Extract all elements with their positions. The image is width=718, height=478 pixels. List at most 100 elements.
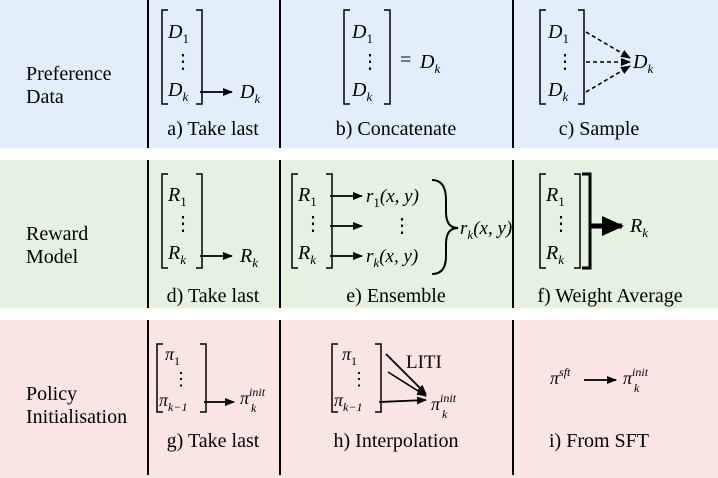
vdots: ⋮ [173, 213, 193, 235]
vdots: ⋮ [360, 51, 380, 73]
caption-interpolation: h) Interpolation [333, 430, 459, 452]
diagram-ensemble: R1 ⋮ Rk r1(x, y) ⋮ rk(x, y) rk(x, y) [291, 173, 512, 275]
row-label-reward-model: Reward Model [26, 223, 88, 269]
row-label-line: Preference [26, 63, 112, 85]
diagram-take-last-reward: R1 ⋮ Rk Rk [161, 173, 258, 270]
caption-take-last-policy: g) Take last [166, 430, 260, 452]
right-bracket [574, 173, 581, 269]
output-label: Rk [629, 215, 648, 240]
right-bracket [200, 343, 207, 413]
caption-concatenate: b) Concatenate [335, 118, 457, 140]
column-divider [512, 0, 514, 148]
preference-data-band [0, 0, 718, 148]
vdots: ⋮ [392, 215, 412, 237]
vdots: ⋮ [173, 51, 193, 73]
caption-from-sft: i) From SFT [548, 430, 650, 452]
ensemble-member: rk(x, y) [366, 246, 418, 270]
vector-entry: πk−1 [159, 390, 187, 414]
diagram-sample: D1 ⋮ Dk Dk [539, 9, 653, 105]
diagram-interpolation: π1 ⋮ πk−1 LITI πinit k [331, 343, 457, 421]
output-subscript: k [251, 401, 257, 415]
vector-entry: π1 [342, 344, 357, 368]
vector-entry: R1 [545, 184, 565, 209]
right-bracket [196, 9, 203, 105]
output-label: Dk [419, 51, 440, 76]
arrow [378, 396, 427, 405]
arrow [385, 353, 427, 395]
policy-initialisation-band [0, 320, 718, 478]
right-bracket [196, 173, 203, 269]
output-label: πinit [431, 391, 457, 414]
output-label: rk(x, y) [460, 218, 512, 242]
vector-entry: Dk [351, 79, 372, 104]
column-divider [147, 0, 149, 148]
vector-entry: Dk [547, 79, 568, 104]
diagram-take-last-policy: π1 ⋮ πk−1 πinit k [156, 343, 266, 415]
equals-sign: = [400, 49, 411, 71]
right-bracket [578, 9, 585, 105]
vector-entry: Rk [545, 242, 564, 267]
row-label-line: Policy [26, 383, 78, 405]
output-subscript: k [634, 381, 640, 395]
vector-entry: D1 [351, 21, 373, 46]
column-divider [279, 0, 281, 148]
column-divider [279, 160, 281, 308]
diagram-take-last-data: D1 ⋮ Dk Dk [161, 9, 260, 106]
ensemble-member: r1(x, y) [366, 186, 419, 210]
left-bracket [156, 343, 163, 413]
column-divider [147, 320, 149, 475]
caption-take-last-reward: d) Take last [166, 285, 260, 307]
caption-ensemble: e) Ensemble [346, 285, 446, 307]
caption-weight-average: f) Weight Average [537, 285, 683, 307]
caption-sample: c) Sample [558, 118, 640, 140]
output-label: Dk [632, 51, 653, 76]
left-bracket [539, 173, 546, 269]
vector-entry: R1 [297, 184, 317, 209]
curly-brace [431, 179, 459, 275]
left-bracket [161, 9, 168, 105]
vdots: ⋮ [551, 213, 571, 235]
right-bracket [375, 343, 382, 413]
output-subscript: k [442, 407, 448, 421]
row-label-preference-data: Preference Data [26, 63, 112, 109]
vdots: ⋮ [555, 51, 575, 73]
column-divider [512, 160, 514, 308]
left-bracket [291, 173, 298, 269]
reward-model-band [0, 160, 718, 308]
diagram-weight-average: R1 ⋮ Rk Rk [539, 172, 648, 270]
output-label: Dk [239, 81, 260, 106]
left-bracket [331, 343, 338, 413]
output-label: πinit [623, 365, 649, 388]
row-label-line: Reward [26, 223, 89, 245]
sft-policy-label: πsft [550, 365, 571, 388]
right-bracket [384, 9, 391, 105]
vector-entry: π1 [165, 344, 180, 368]
output-label: πinit [240, 385, 266, 408]
vector-entry: R1 [167, 184, 187, 209]
vector-entry: D1 [547, 21, 569, 46]
diagram-concatenate: D1 ⋮ Dk = Dk [343, 9, 440, 105]
vector-entry: Rk [297, 242, 316, 267]
vdots: ⋮ [172, 369, 190, 389]
vector-entry: D1 [167, 21, 189, 46]
column-divider [279, 320, 281, 475]
dashed-arrow [585, 65, 631, 93]
liti-label: LITI [406, 352, 442, 373]
left-bracket [161, 173, 168, 269]
row-label-line: Data [26, 86, 64, 108]
row-label-policy-initialisation: Policy Initialisation [26, 383, 127, 429]
vector-entry: Rk [167, 242, 186, 267]
dashed-arrow [585, 31, 631, 59]
arrow [387, 371, 427, 397]
vector-entry: πk−1 [334, 390, 362, 414]
caption-take-last-data: a) Take last [167, 118, 259, 140]
row-label-line: Initialisation [26, 406, 128, 428]
vector-entry: Dk [167, 79, 188, 104]
output-label: Rk [239, 245, 258, 270]
vdots: ⋮ [350, 369, 368, 389]
vdots: ⋮ [303, 213, 323, 235]
left-bracket [343, 9, 350, 105]
column-divider [147, 160, 149, 308]
outer-bracket [582, 172, 592, 270]
